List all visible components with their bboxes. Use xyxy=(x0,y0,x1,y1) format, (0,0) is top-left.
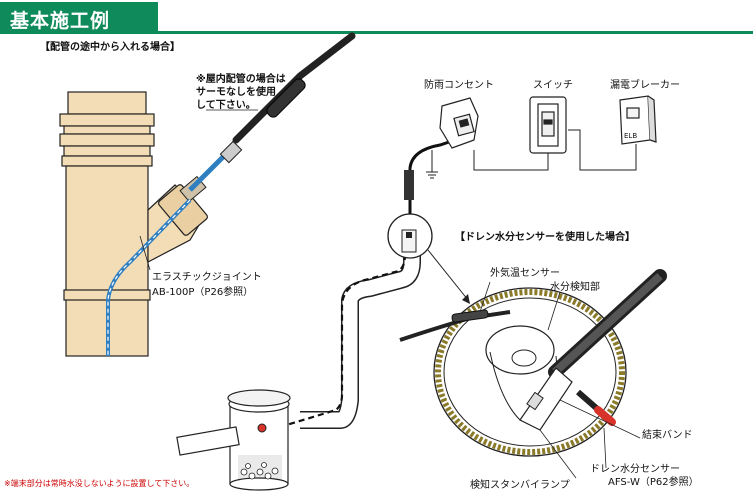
label-drain-sensor-1: ドレン水分センサー xyxy=(590,464,680,475)
outlet-pipe xyxy=(176,426,240,456)
cable-clamp xyxy=(219,140,243,164)
breaker-device xyxy=(619,95,657,145)
vertical-pipe xyxy=(59,91,206,357)
title-bar: 基本施工例 xyxy=(0,2,753,34)
label-joint-2: AB-100P（P26参照） xyxy=(152,287,254,298)
page-title: 基本施工例 xyxy=(10,10,111,32)
drain-cable xyxy=(269,236,407,432)
title-tab xyxy=(0,2,158,34)
label-switch: スイッチ xyxy=(533,80,573,91)
black-cable xyxy=(232,32,356,144)
breaker-mark: ELB xyxy=(624,132,638,140)
label-band: 結束バンド xyxy=(642,430,693,441)
label-standby-lamp: 検知スタンバイランプ xyxy=(470,480,570,491)
label-drain-sensor-2: AFS-W（P62参照） xyxy=(608,477,699,488)
note-indoor-2: サーモなしを使用 xyxy=(196,87,276,98)
gravel xyxy=(240,462,279,480)
power-cable xyxy=(408,138,456,214)
caption-midway: 【配管の途中から入れる場合】 xyxy=(40,42,180,53)
label-joint-1: エラスチックジョイント xyxy=(152,272,262,283)
sensor-tip xyxy=(257,423,267,433)
device-wiring xyxy=(473,129,637,171)
label-breaker: 漏電ブレーカー xyxy=(610,80,680,91)
label-outside-temp-sensor: 外気温センサー xyxy=(490,268,560,279)
sensor-inset xyxy=(399,269,667,457)
label-outlet: 防雨コンセント xyxy=(424,80,494,91)
outlet-device xyxy=(439,97,479,149)
thermostat-body xyxy=(266,78,306,118)
caption-drain: 【ドレン水分センサーを使用した場合】 xyxy=(455,232,635,243)
switch-device xyxy=(529,96,567,154)
label-moisture-detector: 水分検知部 xyxy=(550,282,600,293)
footnote: ※端末部分は常時水没しないように設置して下さい。 xyxy=(4,479,195,488)
note-indoor-3: して下さい。 xyxy=(196,100,256,111)
title-underline xyxy=(158,31,753,34)
note-indoor-1: ※屋内配管の場合は xyxy=(196,74,286,85)
sensor-body xyxy=(519,367,573,431)
